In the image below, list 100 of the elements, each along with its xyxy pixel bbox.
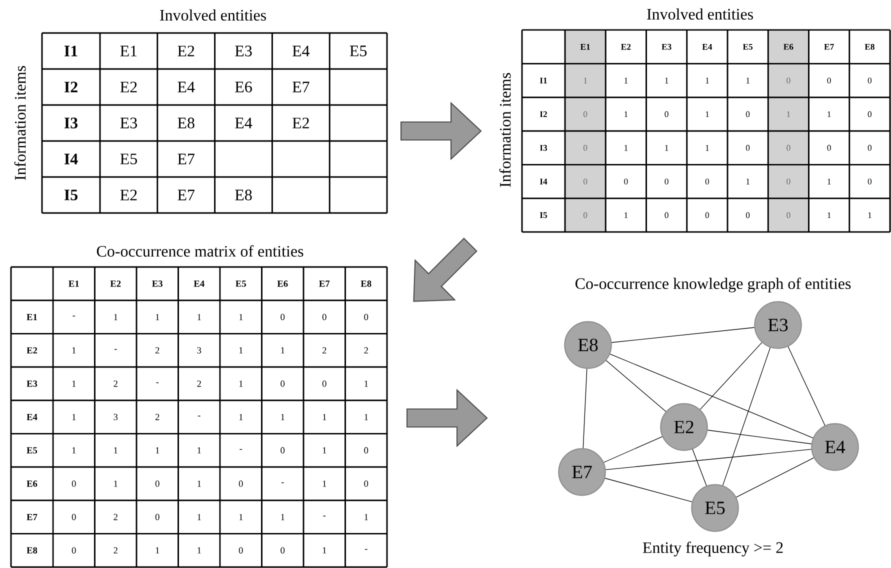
graph-edge <box>610 354 814 438</box>
table-cell: 1 <box>114 447 118 454</box>
table-cell: 0 <box>238 547 243 554</box>
table-cell: 3 <box>197 347 202 354</box>
table-cell: 0 <box>786 144 790 151</box>
table-cell: 1 <box>364 380 368 387</box>
heading: Involved entities <box>160 9 266 21</box>
table-cell: - <box>281 482 284 484</box>
row-label: I4 <box>540 178 548 184</box>
header-cell: E1 <box>68 280 79 287</box>
table-cell: E5 <box>350 46 367 56</box>
table-cell: 0 <box>746 144 750 151</box>
table-cell: 0 <box>868 178 872 184</box>
table-cell: 0 <box>584 111 588 118</box>
graph-edge <box>722 347 771 486</box>
table-cell: 1 <box>322 480 326 487</box>
row-label: E7 <box>26 514 38 520</box>
table-cell: 1 <box>624 78 628 84</box>
table-cell: E7 <box>178 190 195 200</box>
row-label: E2 <box>26 347 38 354</box>
table-cell: E2 <box>120 82 137 92</box>
table-cell: 0 <box>72 480 76 487</box>
table-cell: 1 <box>828 111 831 118</box>
table-cell: E1 <box>120 46 137 56</box>
graph-edge <box>606 360 666 412</box>
header-cell: E2 <box>110 280 121 287</box>
table-cell: - <box>240 449 242 450</box>
table-cell: 1 <box>239 347 243 354</box>
heading: Co-occurrence knowledge graph of entities <box>576 278 851 292</box>
table-cell: 1 <box>364 514 368 520</box>
row-label: I5 <box>64 190 78 200</box>
table-cell: 0 <box>705 212 710 218</box>
table-cell: 1 <box>281 347 284 354</box>
table-cell: 1 <box>706 145 709 151</box>
graph-edge <box>736 458 814 498</box>
table-cell: 2 <box>155 347 160 354</box>
axis-label: Information items <box>14 66 26 180</box>
table-cell: 0 <box>364 447 368 454</box>
table-cell: E7 <box>178 154 195 164</box>
table-cell: 2 <box>155 414 160 420</box>
table-cell: 1 <box>239 314 243 320</box>
heading: Involved entities <box>647 8 753 20</box>
row-label: I2 <box>540 111 547 118</box>
table-cell: - <box>364 549 368 550</box>
header-cell: E8 <box>360 280 372 287</box>
heading: Co-occurrence matrix of entities <box>96 245 304 257</box>
table-cell: E5 <box>120 154 137 164</box>
table-cell: E8 <box>235 190 252 200</box>
table-cell: 1 <box>72 414 76 420</box>
table-cell: 0 <box>786 178 790 184</box>
row-label: I5 <box>540 212 548 218</box>
table-cell: 1 <box>322 447 326 454</box>
row-label: I3 <box>540 144 548 151</box>
table-cell: 0 <box>786 212 790 218</box>
graph-edge <box>605 449 812 470</box>
table-cell: 1 <box>156 314 160 320</box>
header-cell: E5 <box>742 44 753 50</box>
table-cell: - <box>156 382 159 384</box>
table-cell: 1 <box>281 414 284 420</box>
table-cell: 1 <box>239 414 243 420</box>
table-cell: 1 <box>828 178 831 184</box>
table-cell: 0 <box>624 178 628 184</box>
table-cell: 0 <box>664 178 668 184</box>
header-cell: E6 <box>277 280 288 287</box>
table-cell: 2 <box>364 347 368 354</box>
table-cell: 0 <box>280 447 285 454</box>
table-cell: 1 <box>114 480 118 487</box>
table-cell: 1 <box>624 212 628 218</box>
table-cell: 1 <box>322 547 326 554</box>
row-label: E3 <box>26 380 38 387</box>
header-cell: E5 <box>236 280 246 287</box>
table-cell: 0 <box>584 212 588 218</box>
table-cell: E4 <box>235 118 252 128</box>
table-cell: 1 <box>624 111 628 118</box>
table-cell: 1 <box>746 178 750 184</box>
table-cell: 2 <box>114 380 118 387</box>
header-cell: E4 <box>702 44 712 50</box>
header-cell: E6 <box>784 44 794 50</box>
header-cell: E2 <box>621 44 631 50</box>
table-cell: E4 <box>292 46 310 56</box>
header-cell: E3 <box>152 280 162 287</box>
header-cell: E7 <box>824 44 834 50</box>
table-cell: 0 <box>705 178 710 184</box>
table-cell: 1 <box>198 514 201 520</box>
table-cell: 1 <box>198 314 201 320</box>
table-cell: 1 <box>322 414 326 420</box>
header-cell: E4 <box>194 280 204 287</box>
table-cell: 1 <box>72 347 76 354</box>
table-cell: E2 <box>178 46 194 56</box>
header-cell: E1 <box>580 44 590 50</box>
table-cell: 0 <box>364 314 368 320</box>
header-cell: E7 <box>319 280 330 287</box>
table-cell: 1 <box>156 447 160 454</box>
table-cell: E4 <box>178 82 195 92</box>
graph-edge <box>700 342 762 410</box>
row-label: E8 <box>26 547 38 554</box>
table-cell: 3 <box>114 414 118 420</box>
table-cell: 1 <box>239 380 243 387</box>
table-cell: 0 <box>584 178 588 184</box>
table-cell: 0 <box>664 212 668 218</box>
